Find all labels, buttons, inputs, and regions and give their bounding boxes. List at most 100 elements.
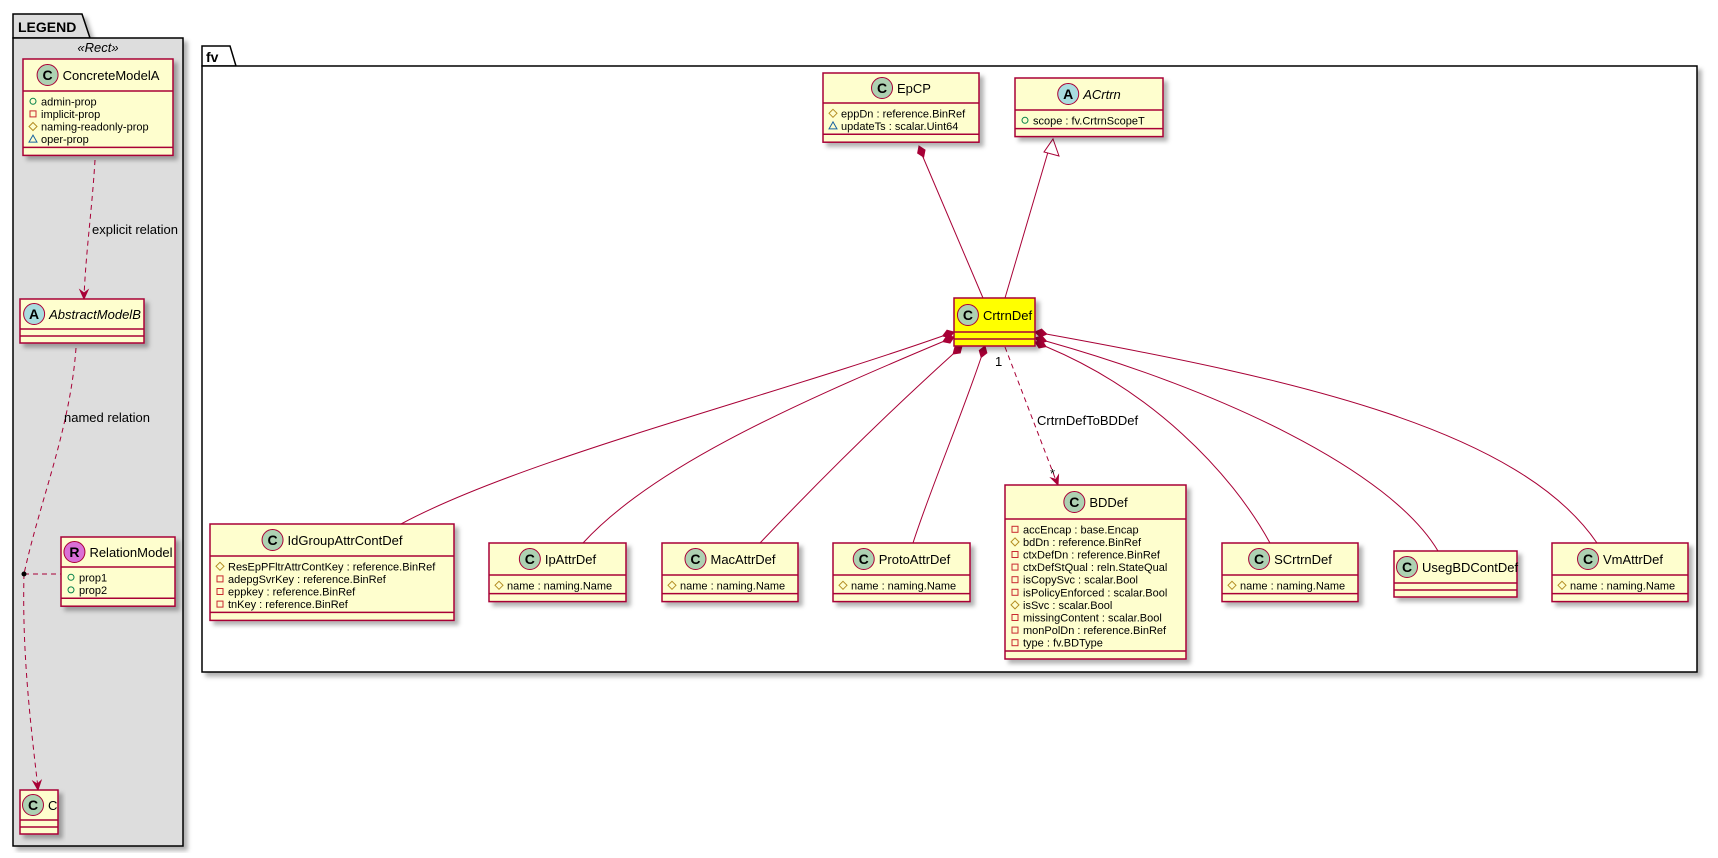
arrow-head-icon	[31, 778, 43, 792]
relation-mac[interactable]	[759, 343, 965, 544]
attribute-text: isSvc : scalar.Bool	[1023, 600, 1112, 612]
relation-line	[1046, 340, 1439, 552]
class-name: IpAttrDef	[545, 552, 597, 567]
class-name: IdGroupAttrContDef	[288, 533, 403, 548]
svg-text:C: C	[1069, 494, 1079, 510]
relation-line	[1004, 151, 1049, 299]
class-attribute: eppDn : reference.BinRef	[828, 108, 966, 120]
private-visibility-icon	[1011, 563, 1019, 571]
class-attribute: prop1	[67, 572, 107, 584]
class-icon: C	[1396, 556, 1418, 578]
public-visibility-icon	[1021, 116, 1029, 124]
relation-acrtrn[interactable]	[1004, 137, 1060, 299]
private-visibility-icon	[1011, 614, 1019, 621]
protected-visibility-icon	[215, 561, 225, 572]
svg-text:R: R	[69, 544, 79, 560]
attribute-text: scope : fv.CrtrnScopeT	[1033, 115, 1145, 127]
composition-diamond-icon	[941, 329, 955, 339]
attribute-text: ctxDefDn : reference.BinRef	[1023, 550, 1161, 562]
class-concretemodela[interactable]: ConcreteModelACadmin-propimplicit-propna…	[22, 58, 174, 157]
class-idgroupattrcontdef[interactable]: IdGroupAttrContDefCResEpPFltrAttrContKey…	[209, 523, 455, 622]
class-name: AbstractModelB	[48, 307, 141, 322]
relation-line	[1046, 333, 1598, 544]
class-attribute: isCopySvc : scalar.Bool	[1011, 575, 1138, 587]
relation-ip[interactable]	[582, 333, 956, 544]
relation-epcp[interactable]	[915, 144, 984, 299]
class-attribute: eppkey : reference.BinRef	[216, 587, 356, 599]
class-box	[822, 72, 980, 143]
class-attribute: isSvc : scalar.Bool	[1010, 600, 1112, 612]
relation-line	[912, 357, 982, 544]
attribute-text: eppDn : reference.BinRef	[841, 108, 966, 120]
class-box	[209, 523, 455, 622]
private-visibility-icon	[216, 600, 224, 608]
multiplicity-label: 1	[995, 354, 1002, 369]
svg-text:C: C	[43, 67, 53, 83]
attribute-text: tnKey : reference.BinRef	[228, 599, 349, 611]
private-visibility-icon	[29, 110, 37, 118]
relation-class-icon: R	[63, 541, 86, 563]
class-icon: C	[1577, 548, 1600, 570]
svg-text:C: C	[963, 307, 973, 323]
class-attribute: tnKey : reference.BinRef	[216, 599, 349, 611]
svg-text:C: C	[1254, 551, 1264, 567]
protected-visibility-icon	[838, 580, 848, 591]
fv-package-title: fv	[206, 49, 219, 65]
legend-stereotype: «Rect»	[77, 40, 118, 55]
class-c[interactable]: CC	[19, 789, 59, 835]
class-icon: C	[852, 548, 875, 570]
public-visibility-icon	[29, 97, 37, 105]
attribute-text: isCopySvc : scalar.Bool	[1023, 575, 1138, 587]
attribute-text: name : naming.Name	[680, 580, 785, 592]
private-visibility-icon	[1011, 639, 1019, 647]
class-usegbdcontdef[interactable]: UsegBDContDef C	[1393, 550, 1518, 598]
class-name: BDDef	[1089, 495, 1128, 510]
attribute-text: name : naming.Name	[1570, 580, 1675, 592]
relation-line	[919, 149, 984, 299]
relation-idgroup[interactable]	[400, 328, 955, 525]
relation-vm[interactable]	[1034, 328, 1598, 544]
protected-visibility-icon	[1010, 537, 1020, 547]
attribute-text: ResEpPFltrAttrContKey : reference.BinRef	[228, 561, 436, 573]
class-attribute: ResEpPFltrAttrContKey : reference.BinRef	[215, 561, 436, 573]
private-visibility-icon	[216, 575, 224, 583]
class-attribute: updateTs : scalar.Uint64	[828, 120, 958, 133]
class-name: C	[48, 798, 57, 813]
class-attribute: prop2	[67, 585, 107, 597]
class-attribute: oper-prop	[28, 134, 89, 146]
class-attribute: implicit-prop	[29, 109, 100, 121]
class-attribute: name : naming.Name	[838, 580, 956, 592]
private-visibility-icon	[1011, 626, 1019, 634]
legend-package-title: LEGEND	[18, 19, 76, 35]
attribute-text: updateTs : scalar.Uint64	[841, 121, 958, 133]
attribute-text: prop2	[79, 585, 107, 597]
class-name: UsegBDContDef	[1422, 560, 1518, 575]
class-icon: C	[36, 64, 59, 86]
class-name: VmAttrDef	[1603, 552, 1663, 567]
relation-proto[interactable]	[912, 345, 989, 544]
class-icon: C	[1248, 548, 1271, 570]
class-box	[661, 542, 799, 603]
public-visibility-icon	[67, 573, 75, 581]
relation-explicit[interactable]: explicit relation	[78, 159, 178, 301]
class-name: SCrtrnDef	[1274, 552, 1332, 567]
private-visibility-icon	[1011, 525, 1019, 533]
class-icon: C	[1063, 491, 1086, 513]
relation-named[interactable]: named relation	[21, 347, 151, 792]
public-visibility-icon	[67, 586, 75, 594]
svg-text:A: A	[1063, 86, 1073, 102]
class-attribute: monPolDn : reference.BinRef	[1011, 625, 1167, 637]
